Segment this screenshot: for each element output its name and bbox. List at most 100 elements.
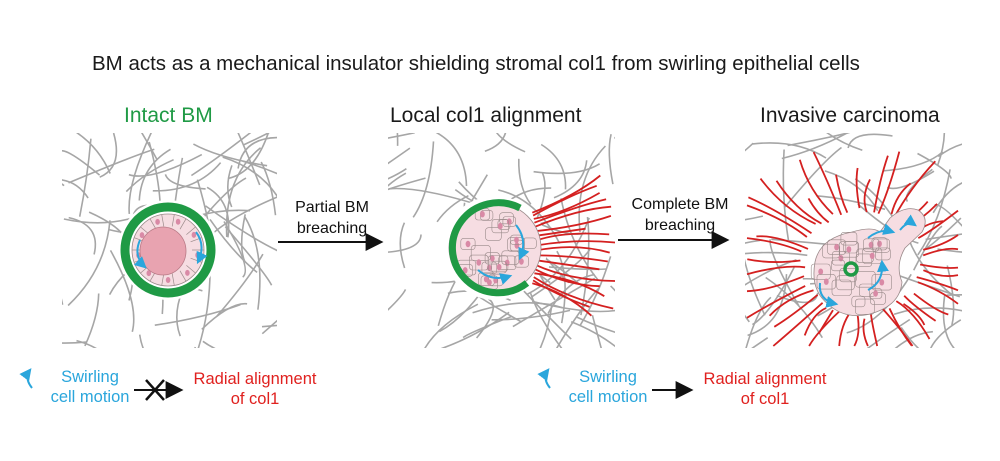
- aligned-col1-fiber: [803, 307, 827, 336]
- legend-text-line: cell motion: [568, 388, 648, 406]
- cell-outline: [838, 241, 859, 258]
- collagen-fiber: [847, 133, 893, 149]
- collagen-fiber: [62, 150, 101, 176]
- swirl-arrow: [477, 269, 513, 285]
- collagen-fiber: [745, 215, 764, 221]
- aligned-col1-fiber: [913, 292, 949, 316]
- aligned-col1-fiber: [746, 265, 806, 276]
- collagen-fiber: [240, 214, 246, 263]
- collagen-fiber: [109, 250, 135, 332]
- collagen-fiber: [242, 133, 270, 146]
- aligned-col1-fiber: [817, 309, 834, 335]
- aligned-col1-fiber: [903, 303, 926, 326]
- collagen-fiber: [78, 138, 92, 217]
- collagen-fiber: [62, 179, 89, 199]
- collagen-fiber: [826, 357, 835, 399]
- aligned-col1-fiber: [923, 269, 959, 277]
- collagen-fiber: [570, 320, 615, 348]
- collagen-fiber: [140, 133, 158, 161]
- swirl-arrow: [515, 224, 530, 261]
- aligned-col1-fiber: [919, 263, 959, 269]
- nucleus: [504, 259, 510, 266]
- collagen-fiber: [128, 153, 203, 177]
- nucleus: [480, 211, 485, 218]
- collagen-fiber: [280, 50, 288, 126]
- collagen-fiber: [539, 305, 553, 348]
- collagen-fiber: [237, 136, 277, 169]
- swirl-arrow: [818, 282, 839, 308]
- aligned-col1-fiber: [532, 282, 593, 317]
- aligned-col1-fiber: [534, 268, 600, 288]
- aligned-col1-fiber: [759, 178, 816, 225]
- collagen-fiber: [125, 158, 174, 193]
- invasive-tumor: [810, 208, 926, 317]
- cell-outline: [470, 245, 491, 261]
- collagen-fiber: [535, 172, 546, 222]
- cell-border: [161, 273, 165, 286]
- cell-outline: [872, 238, 890, 253]
- organoid-intact: [120, 202, 216, 298]
- aligned-col1-fiber: [808, 310, 840, 347]
- collagen-fiber: [745, 239, 761, 244]
- legend-text-line: Swirling: [61, 368, 119, 386]
- figure-title: BM acts as a mechanical insulator shield…: [92, 52, 860, 75]
- collagen-fiber: [205, 205, 277, 252]
- collagen-fiber: [190, 133, 252, 177]
- aligned-col1-fiber: [533, 192, 601, 220]
- nucleus: [155, 218, 160, 225]
- aligned-col1-fiber: [917, 209, 959, 239]
- collagen-fiber: [164, 174, 206, 190]
- collagen-fiber: [617, 98, 621, 194]
- swirl-legend-icon: [537, 368, 551, 389]
- collagen-fiber: [591, 314, 603, 348]
- nucleus: [497, 222, 503, 230]
- swirl-arrow: [867, 259, 889, 291]
- swirl-arrow: [133, 239, 147, 269]
- nucleus: [476, 259, 482, 266]
- cell-border: [171, 214, 175, 227]
- collagen-fiber: [424, 303, 479, 348]
- aligned-col1-fiber: [870, 313, 879, 347]
- collagen-fiber: [347, 84, 425, 126]
- aligned-col1-panel-3: [746, 151, 959, 347]
- aligned-col1-fiber: [916, 276, 959, 292]
- aligned-col1-fiber: [881, 307, 914, 347]
- arrow-label-partial-breaching: Partial BM breaching: [272, 197, 392, 239]
- aligned-col1-fiber: [773, 294, 819, 328]
- collagen-fiber: [321, 117, 378, 172]
- aligned-col1-fiber: [853, 314, 860, 347]
- cell-outline: [827, 239, 847, 255]
- cell-border: [161, 214, 165, 227]
- arrow-label-line: Partial BM: [295, 199, 369, 216]
- collagen-fiber: [560, 198, 600, 282]
- collagen-fiber: [243, 215, 261, 310]
- cell-outline: [460, 238, 476, 251]
- aligned-col1-fiber: [746, 285, 806, 319]
- aligned-col1-fiber: [873, 155, 889, 213]
- cell-border: [186, 226, 196, 235]
- arrow-label-line: breaching: [644, 217, 716, 234]
- nucleus: [823, 278, 829, 285]
- cell-outline: [831, 251, 850, 266]
- collagen-fiber: [435, 133, 468, 187]
- cell-outline: [831, 279, 852, 296]
- nucleus: [496, 263, 502, 271]
- collagen-fiber: [63, 216, 134, 224]
- collagen-fiber: [883, 151, 944, 172]
- aligned-col1-fiber: [532, 279, 590, 308]
- aligned-col1-fiber: [903, 295, 937, 322]
- cell-outline: [862, 238, 880, 252]
- nucleus: [868, 241, 874, 249]
- collagen-fiber: [781, 133, 849, 160]
- collagen-fiber: [227, 165, 233, 208]
- cell-outline: [862, 247, 883, 264]
- collagen-fiber: [222, 156, 277, 198]
- collagen-fiber: [547, 273, 595, 314]
- collagen-fiber: [440, 311, 510, 348]
- cell-outline: [502, 216, 516, 227]
- collagen-fiber: [388, 133, 415, 139]
- nucleus: [514, 236, 519, 244]
- collagen-fiber: [138, 148, 171, 201]
- aligned-col1-fiber: [535, 246, 610, 254]
- collagen-fiber: [765, 276, 823, 339]
